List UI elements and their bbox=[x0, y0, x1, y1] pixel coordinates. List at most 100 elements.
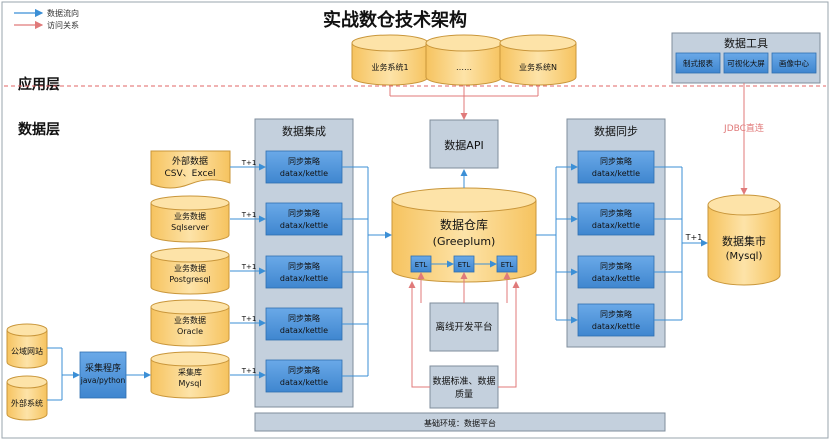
strategy-line1: 同步策略 bbox=[288, 313, 320, 323]
source-line1: 业务数据 bbox=[174, 315, 206, 325]
source-database: 业务数据 Sqlserver bbox=[150, 195, 230, 243]
strategy-line2: datax/kettle bbox=[280, 274, 328, 283]
business-system-cylinder: …… bbox=[425, 34, 503, 86]
sync-strategy-box: 同步策略 datax/kettle bbox=[577, 202, 655, 236]
source-line1: 外部数据 bbox=[172, 155, 208, 167]
tool-item-label: 画像中心 bbox=[779, 58, 809, 68]
crawler-line2: java/python bbox=[80, 376, 126, 385]
etl-box: ETL bbox=[453, 255, 475, 273]
integration-strategy-box: 同步策略 datax/kettle bbox=[265, 202, 343, 236]
mart-line1: 数据集市 bbox=[722, 234, 766, 248]
sync-strategy-box: 同步策略 datax/kettle bbox=[577, 303, 655, 337]
web-source-label: 外部系统 bbox=[11, 398, 43, 408]
strategy-line2: datax/kettle bbox=[592, 322, 640, 331]
etl-box: ETL bbox=[496, 255, 518, 273]
source-external-data: 外部数据 CSV、Excel bbox=[150, 150, 231, 189]
web-source-external-system: 外部系统 bbox=[6, 375, 48, 421]
strategy-line2: datax/kettle bbox=[592, 169, 640, 178]
source-line2: Sqlserver bbox=[171, 223, 209, 232]
business-system-label: 业务系统1 bbox=[371, 62, 408, 72]
tool-item[interactable]: 画像中心 bbox=[771, 52, 817, 74]
offline-platform-label: 离线开发平台 bbox=[435, 321, 492, 333]
integration-strategy-box: 同步策略 datax/kettle bbox=[265, 150, 343, 184]
source-line1: 业务数据 bbox=[174, 263, 206, 273]
tool-item[interactable]: 可视化大屏 bbox=[723, 52, 769, 74]
legend-access-label: 访问关系 bbox=[47, 20, 79, 30]
business-system-label: …… bbox=[456, 63, 472, 72]
etl-label: ETL bbox=[501, 261, 514, 269]
strategy-line2: datax/kettle bbox=[280, 326, 328, 335]
quality-to-warehouse-arrow bbox=[498, 281, 520, 388]
strategy-line1: 同步策略 bbox=[288, 365, 320, 375]
strategy-line1: 同步策略 bbox=[288, 156, 320, 166]
t-plus-1-label: T+1 bbox=[241, 211, 257, 219]
offline-platform-box: 离线开发平台 bbox=[429, 302, 499, 352]
t-plus-1-label: T+1 bbox=[241, 159, 257, 167]
sync-strategy-box: 同步策略 datax/kettle bbox=[577, 150, 655, 184]
quality-line1: 数据标准、数据 bbox=[432, 375, 495, 387]
strategy-line1: 同步策略 bbox=[600, 208, 632, 218]
source-line2: CSV、Excel bbox=[165, 169, 216, 179]
tool-item[interactable]: 制式报表 bbox=[675, 52, 721, 74]
t-plus-1-label: T+1 bbox=[685, 233, 703, 242]
web-source-label: 公域网站 bbox=[11, 346, 43, 356]
crawler-line1: 采集程序 bbox=[85, 362, 121, 374]
base-environment-label: 基础环境：数据平台 bbox=[424, 418, 496, 428]
strategy-line2: datax/kettle bbox=[592, 221, 640, 230]
warehouse-line2: (Greeplum) bbox=[433, 235, 496, 248]
business-systems: 业务系统1 …… 业务系统N bbox=[351, 34, 577, 86]
integration-title: 数据集成 bbox=[282, 124, 326, 138]
data-layer-label: 数据层 bbox=[18, 121, 60, 138]
data-api-box: 数据API bbox=[429, 119, 499, 169]
t-plus-1-label: T+1 bbox=[241, 263, 257, 271]
legend: 数据流向 访问关系 bbox=[14, 8, 79, 30]
t-plus-1-label: T+1 bbox=[241, 315, 257, 323]
strategy-line2: datax/kettle bbox=[280, 221, 328, 230]
etl-label: ETL bbox=[415, 261, 428, 269]
strategy-line1: 同步策略 bbox=[600, 156, 632, 166]
data-quality-box: 数据标准、数据 质量 bbox=[429, 365, 499, 409]
source-line2: Oracle bbox=[177, 327, 203, 336]
t-plus-1-label: T+1 bbox=[241, 367, 257, 375]
data-integration-panel: 数据集成 同步策略 datax/kettle 同步策略 datax/kettle 同步策… bbox=[254, 118, 354, 408]
business-system-cylinder: 业务系统1 bbox=[351, 34, 429, 86]
base-environment-bar: 基础环境：数据平台 bbox=[254, 412, 666, 432]
diagram-title: 实战数仓技术架构 bbox=[323, 9, 467, 31]
strategy-line1: 同步策略 bbox=[600, 261, 632, 271]
data-tools-title: 数据工具 bbox=[724, 36, 768, 50]
tool-item-label: 制式报表 bbox=[683, 58, 713, 68]
sync-title: 数据同步 bbox=[594, 124, 638, 138]
data-sources: 外部数据 CSV、Excel 业务数据 Sqlserver 业务数据Postgresql… bbox=[150, 150, 231, 399]
application-layer-label: 应用层 bbox=[18, 76, 60, 93]
strategy-line1: 同步策略 bbox=[288, 208, 320, 218]
legend-flow-label: 数据流向 bbox=[47, 8, 79, 18]
business-system-cylinder: 业务系统N bbox=[499, 34, 577, 86]
web-source-public-site: 公域网站 bbox=[6, 323, 48, 369]
mart-line2: (Mysql) bbox=[726, 251, 763, 262]
strategy-line1: 同步策略 bbox=[600, 309, 632, 319]
integration-strategy-box: 同步策略 datax/kettle bbox=[265, 307, 343, 341]
data-warehouse: 数据仓库 (Greeplum) ETL ETL ETL bbox=[391, 187, 537, 283]
data-api-label: 数据API bbox=[444, 138, 483, 152]
source-line1: 业务数据 bbox=[174, 211, 206, 221]
data-mart: 数据集市 (Mysql) bbox=[707, 194, 781, 286]
business-system-label: 业务系统N bbox=[519, 62, 557, 72]
strategy-line2: datax/kettle bbox=[280, 169, 328, 178]
strategy-line2: datax/kettle bbox=[280, 378, 328, 387]
source-line2: Mysql bbox=[178, 379, 201, 388]
etl-label: ETL bbox=[458, 261, 471, 269]
source-database: 业务数据 Oracle bbox=[150, 299, 230, 347]
warehouse-line1: 数据仓库 bbox=[440, 217, 488, 232]
tool-item-label: 可视化大屏 bbox=[727, 58, 765, 68]
crawler-box: 采集程序 java/python bbox=[79, 351, 127, 399]
quality-line2: 质量 bbox=[455, 388, 473, 400]
